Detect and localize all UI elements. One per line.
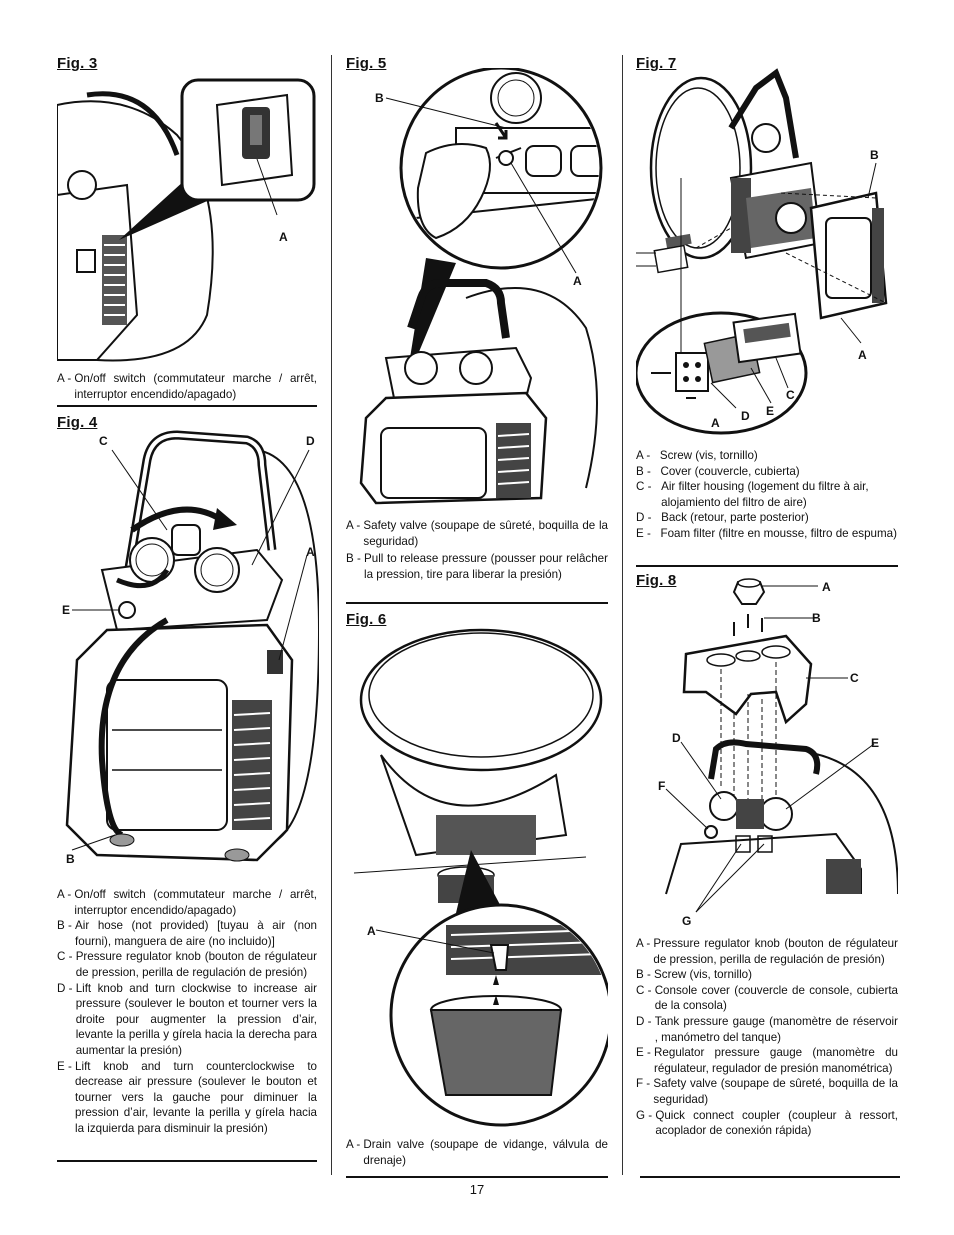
legend-item: E - Regulator pressure gauge (manomètre … bbox=[636, 1046, 898, 1075]
fig8-callout-c: C bbox=[850, 671, 859, 685]
legend-item: B - Pull to release pressure (pousser po… bbox=[346, 552, 608, 581]
fig5-title: Fig. 5 bbox=[346, 55, 387, 72]
legend-item: D - Tank pressure gauge (manomètre de ré… bbox=[636, 1014, 898, 1044]
fig6-illustration bbox=[346, 625, 608, 1130]
fig6-legend: A - Drain valve (soupape de vidange, vál… bbox=[346, 1137, 608, 1168]
fig8-legend: A - Pressure regulator knob (bouton de r… bbox=[636, 936, 898, 1139]
fig8-callout-f: F bbox=[658, 779, 666, 793]
fig6-callout-a: A bbox=[367, 924, 376, 938]
fig7-illustration bbox=[636, 68, 898, 438]
legend-item: A - On/off switch (commutateur marche / … bbox=[57, 372, 317, 401]
fig7-callout-a: A bbox=[858, 348, 867, 362]
legend-item: G - Quick connect coupler (coupleur à re… bbox=[636, 1108, 898, 1138]
fig8-callout-g: G bbox=[682, 914, 692, 928]
fig8-callout-b: B bbox=[812, 611, 821, 625]
fig4-legend: A - On/off switch (commutateur marche / … bbox=[57, 887, 317, 1137]
fig7-title: Fig. 7 bbox=[636, 55, 677, 72]
fig3-illustration bbox=[57, 75, 319, 365]
fig3-title: Fig. 3 bbox=[57, 55, 98, 72]
fig7-legend: A - Screw (vis, tornillo) B - Cover (cou… bbox=[636, 448, 898, 542]
fig4-rule bbox=[57, 1160, 317, 1162]
fig4-callout-c: C bbox=[99, 434, 108, 448]
fig5-callout-a: A bbox=[573, 274, 582, 288]
legend-item: A - Safety valve (soupape de sûreté, boq… bbox=[346, 519, 608, 548]
legend-item: A - Pressure regulator knob (bouton de r… bbox=[636, 937, 898, 966]
fig8-illustration bbox=[636, 574, 898, 924]
fig4-callout-b: B bbox=[66, 852, 75, 866]
fig6-rule bbox=[346, 1176, 608, 1178]
page-number: 17 bbox=[469, 1182, 485, 1197]
legend-item: C - Air filter housing (logement du filt… bbox=[636, 480, 869, 509]
fig4-callout-a: A bbox=[306, 545, 315, 559]
fig6-title: Fig. 6 bbox=[346, 611, 387, 628]
legend-item: E - Lift knob and turn counterclockwise … bbox=[57, 1059, 317, 1135]
fig7-callout-d: D bbox=[741, 409, 750, 423]
legend-item: C - Console cover (couvercle de console,… bbox=[636, 983, 898, 1013]
legend-item: A - Screw (vis, tornillo) bbox=[636, 449, 758, 462]
fig7-callout-b: B bbox=[870, 148, 879, 162]
legend-item: C - Pressure regulator knob (bouton de r… bbox=[57, 950, 317, 979]
fig7-callout-e: E bbox=[766, 404, 775, 418]
fig4-title: Fig. 4 bbox=[57, 414, 98, 431]
fig7-callout-a2: A bbox=[711, 416, 720, 430]
legend-item: F - Safety valve (soupape de sûreté, boq… bbox=[636, 1077, 898, 1106]
legend-item: B - Cover (couvercle, cubierta) bbox=[636, 464, 800, 478]
fig7-callout-c: C bbox=[786, 388, 795, 402]
legend-item: D - Lift knob and turn clockwise to incr… bbox=[57, 981, 317, 1057]
fig8-callout-a: A bbox=[822, 580, 831, 594]
legend-item: E - Foam filter (filtre en mousse, filtr… bbox=[636, 526, 897, 540]
fig3-legend: A - On/off switch (commutateur marche / … bbox=[57, 371, 317, 402]
column-divider-left bbox=[331, 55, 332, 1175]
fig3-rule bbox=[57, 405, 317, 407]
legend-item: B - Screw (vis, tornillo) bbox=[636, 968, 752, 982]
fig3-callout-a: A bbox=[279, 230, 288, 244]
fig8-rule bbox=[640, 1176, 900, 1178]
fig8-title: Fig. 8 bbox=[636, 572, 677, 589]
legend-item: A - On/off switch (commutateur marche / … bbox=[57, 888, 317, 917]
legend-item: D - Back (retour, parte posterior) bbox=[636, 511, 809, 525]
fig4-callout-d: D bbox=[306, 434, 315, 448]
column-divider-right bbox=[622, 55, 623, 1175]
fig8-callout-d: D bbox=[672, 731, 681, 745]
legend-item: A - Drain valve (soupape de vidange, vál… bbox=[346, 1138, 608, 1167]
fig4-callout-e: E bbox=[62, 603, 71, 617]
fig5-illustration bbox=[346, 68, 608, 508]
fig5-callout-b: B bbox=[375, 91, 384, 105]
legend-item: B - Air hose (not provided) [tuyau à air… bbox=[57, 919, 317, 948]
fig7-rule bbox=[636, 565, 898, 567]
fig5-legend: A - Safety valve (soupape de sûreté, boq… bbox=[346, 518, 608, 582]
fig4-illustration bbox=[57, 430, 319, 870]
fig8-callout-e: E bbox=[871, 736, 880, 750]
fig5-rule bbox=[346, 602, 608, 604]
